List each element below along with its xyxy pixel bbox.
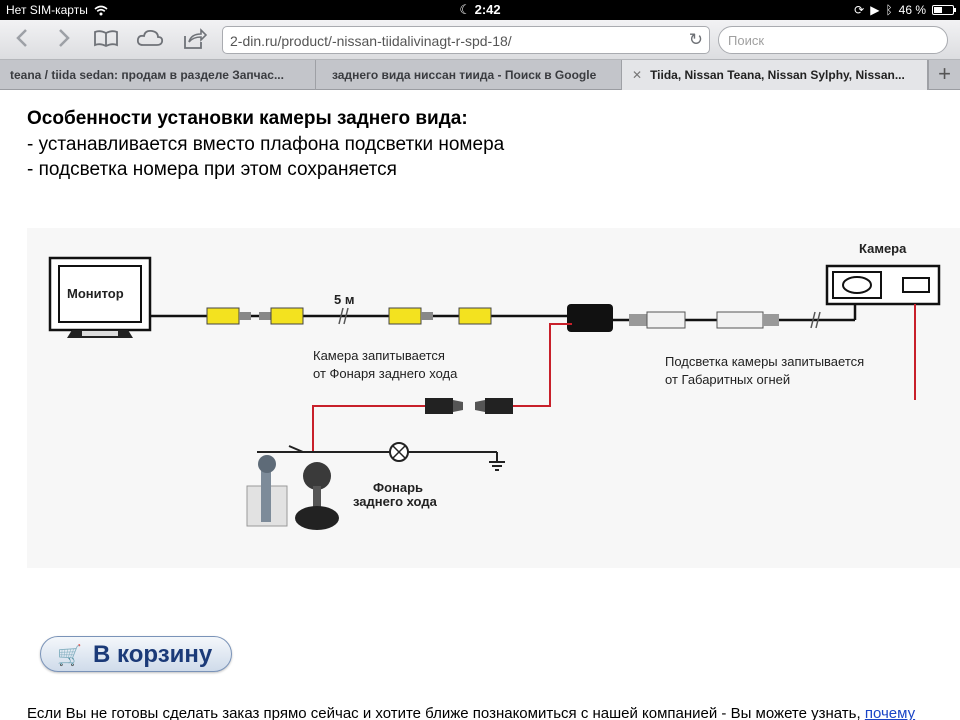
camera-label: Камера	[859, 241, 907, 256]
browser-toolbar: 2-din.ru/product/-nissan-tiidalivinagt-r…	[0, 20, 960, 60]
tab-google-search[interactable]: заднего вида ниссан тиида - Поиск в Goog…	[316, 60, 622, 90]
cart-button-label: В корзину	[93, 641, 213, 668]
lamp-label-line2: заднего хода	[353, 494, 437, 509]
power-note-line1: Камера запитывается	[313, 348, 445, 363]
bluetooth-icon: ᛒ	[885, 3, 893, 17]
carrier-label: Нет SIM-карты	[6, 3, 88, 17]
plus-icon: +	[938, 61, 951, 86]
page-heading: Особенности установки камеры заднего вид…	[27, 108, 468, 129]
why-us-link[interactable]: почему	[864, 705, 916, 720]
wifi-icon	[94, 5, 108, 15]
tab-tiida-active[interactable]: ✕Tiida, Nissan Teana, Nissan Sylphy, Nis…	[622, 60, 928, 90]
bottom-paragraph: Если Вы не готовы сделать заказ прямо се…	[27, 705, 916, 720]
tab-bar: teana / tiida sedan: продам в разделе За…	[0, 60, 960, 90]
url-text[interactable]: 2-din.ru/product/-nissan-tiidalivinagt-r…	[230, 33, 512, 49]
share-icon[interactable]	[180, 28, 208, 52]
camera-illustration	[825, 264, 941, 306]
battery-percent: 46 %	[898, 3, 926, 17]
cloud-icon[interactable]	[136, 28, 164, 52]
cable-length-label: 5 м	[334, 292, 355, 307]
close-tab-icon[interactable]: ✕	[632, 68, 643, 82]
backlight-note-line2: от Габаритных огней	[665, 372, 791, 387]
status-bar: Нет SIM-карты ☾ 2:42 ⟳ ▶ ᛒ 46 %	[0, 0, 960, 20]
reload-icon[interactable]: ↻	[688, 30, 703, 49]
feature-line-2: - подсветка номера при этом сохраняется	[27, 159, 397, 180]
monitor-label: Монитор	[67, 286, 124, 301]
moon-icon: ☾	[459, 2, 471, 17]
bookmarks-icon[interactable]	[92, 28, 120, 52]
wiring-diagram: Монитор 5 м Камера Камера запитывается о…	[27, 228, 960, 568]
backlight-note-line1: Подсветка камеры запитывается	[665, 354, 865, 369]
wiring-diagram-graphic	[48, 256, 941, 530]
search-input[interactable]	[728, 33, 928, 48]
play-icon: ▶	[870, 3, 880, 17]
search-field[interactable]	[718, 26, 948, 54]
tab-teana[interactable]: teana / tiida sedan: продам в разделе За…	[0, 60, 316, 90]
new-tab-button[interactable]: +	[928, 60, 960, 90]
back-icon[interactable]	[8, 28, 36, 52]
status-time: ☾ 2:42	[459, 2, 501, 17]
monitor-illustration	[48, 256, 152, 338]
add-to-cart-button[interactable]: 🛒 В корзину	[40, 636, 232, 672]
cart-icon: 🛒	[57, 645, 82, 667]
page-content: Особенности установки камеры заднего вид…	[0, 90, 960, 720]
feature-line-1: - устанавливается вместо плафона подсвет…	[27, 134, 505, 155]
battery-icon	[932, 5, 956, 15]
power-note-line2: от Фонаря заднего хода	[313, 366, 458, 381]
address-bar[interactable]: 2-din.ru/product/-nissan-tiidalivinagt-r…	[222, 26, 710, 54]
forward-icon[interactable]	[50, 28, 78, 52]
lamp-label-line1: Фонарь	[373, 480, 424, 495]
gear-shifter-illustration	[246, 455, 339, 530]
rotation-lock-icon: ⟳	[854, 3, 865, 17]
